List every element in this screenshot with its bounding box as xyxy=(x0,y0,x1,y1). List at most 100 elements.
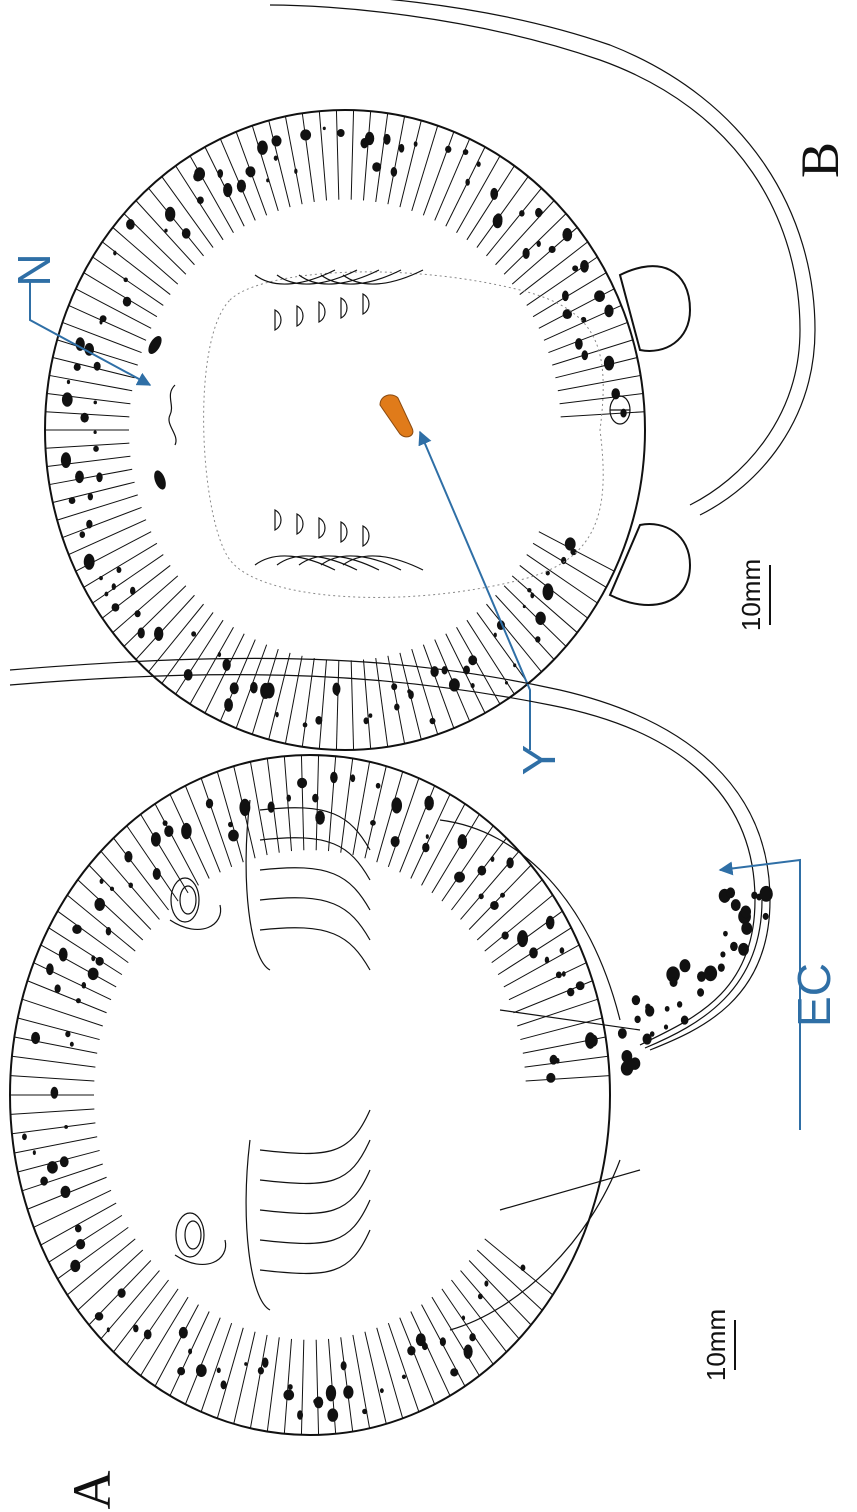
spot xyxy=(126,219,135,230)
spot xyxy=(106,927,111,935)
tail-spot xyxy=(720,951,725,957)
spot xyxy=(297,778,307,788)
scale-bar-b: 10mm xyxy=(736,559,770,631)
spot xyxy=(464,1344,473,1358)
spot xyxy=(69,497,76,504)
spot xyxy=(567,988,574,996)
spot xyxy=(223,183,232,197)
panel-a: EC A 10mm xyxy=(10,658,840,1509)
spot xyxy=(222,659,230,671)
spot xyxy=(494,213,502,224)
spot xyxy=(46,963,54,975)
tail-spot xyxy=(681,1016,689,1025)
spot xyxy=(70,1042,74,1047)
spot xyxy=(430,718,436,724)
spot xyxy=(113,251,116,256)
spot xyxy=(505,681,508,685)
spot xyxy=(580,260,589,273)
spot xyxy=(543,583,554,600)
spot xyxy=(107,1327,110,1332)
spot xyxy=(380,1388,384,1393)
spot xyxy=(426,834,429,839)
spot xyxy=(188,1348,192,1354)
tail-spot xyxy=(760,886,773,902)
disc-a xyxy=(10,755,610,1435)
spot xyxy=(500,893,505,898)
spot xyxy=(550,1055,558,1065)
spot xyxy=(315,716,322,725)
tail-spot xyxy=(751,892,757,900)
spot xyxy=(462,1316,465,1321)
spot xyxy=(560,947,565,953)
spot xyxy=(64,1125,68,1129)
spot xyxy=(479,893,484,899)
spot xyxy=(110,887,114,891)
spot xyxy=(294,169,297,174)
scale-label-b: 10mm xyxy=(736,559,766,631)
spot xyxy=(266,178,269,182)
spot xyxy=(124,851,132,862)
tail-spot xyxy=(618,1028,627,1039)
spot xyxy=(237,180,246,193)
spot xyxy=(123,297,131,307)
spot xyxy=(40,1176,48,1185)
spot xyxy=(74,363,81,371)
tail-spot xyxy=(731,899,741,911)
spot xyxy=(506,857,513,868)
spot xyxy=(297,1410,303,1419)
spot xyxy=(72,925,82,935)
spot xyxy=(95,957,103,966)
tail-spot xyxy=(670,977,678,987)
spot xyxy=(530,593,534,599)
tail-spots-a xyxy=(618,886,773,1076)
spot xyxy=(391,836,400,847)
spot xyxy=(99,576,103,580)
spot xyxy=(153,868,161,880)
spot xyxy=(391,797,402,813)
tail-spot xyxy=(711,971,716,977)
spot xyxy=(230,682,239,694)
spot xyxy=(363,717,368,724)
spot xyxy=(47,1161,58,1173)
spot xyxy=(422,843,429,852)
spot xyxy=(315,811,325,825)
tail-spot xyxy=(718,963,725,971)
label-y: Y xyxy=(513,745,565,776)
spot xyxy=(260,683,271,699)
spot xyxy=(546,916,555,930)
spot xyxy=(408,690,414,699)
spot xyxy=(60,1156,69,1167)
spot xyxy=(477,161,481,166)
spot xyxy=(217,1368,221,1374)
spot xyxy=(424,796,433,811)
spot xyxy=(535,636,540,642)
tail-spot xyxy=(664,1025,668,1030)
spot xyxy=(94,401,97,405)
spot xyxy=(218,652,221,657)
spot xyxy=(360,138,368,148)
spot xyxy=(22,1134,27,1141)
spot xyxy=(51,1087,59,1099)
spot xyxy=(454,872,465,883)
spot xyxy=(88,968,99,981)
spot xyxy=(62,392,73,406)
spot xyxy=(262,1358,269,1368)
spot xyxy=(369,713,373,717)
spot xyxy=(55,984,61,993)
spot xyxy=(181,823,192,839)
spot xyxy=(221,1380,227,1389)
spot xyxy=(70,1260,80,1272)
spot xyxy=(545,957,549,964)
spot xyxy=(350,774,355,782)
spot xyxy=(391,167,398,177)
spot xyxy=(490,188,498,200)
spot xyxy=(362,1409,367,1414)
spot xyxy=(513,663,516,667)
spot xyxy=(100,879,104,884)
spot xyxy=(164,229,167,233)
spot xyxy=(491,856,495,862)
spot xyxy=(61,452,71,468)
spot xyxy=(341,1361,347,1370)
spot xyxy=(283,1389,294,1400)
spot xyxy=(562,971,566,977)
